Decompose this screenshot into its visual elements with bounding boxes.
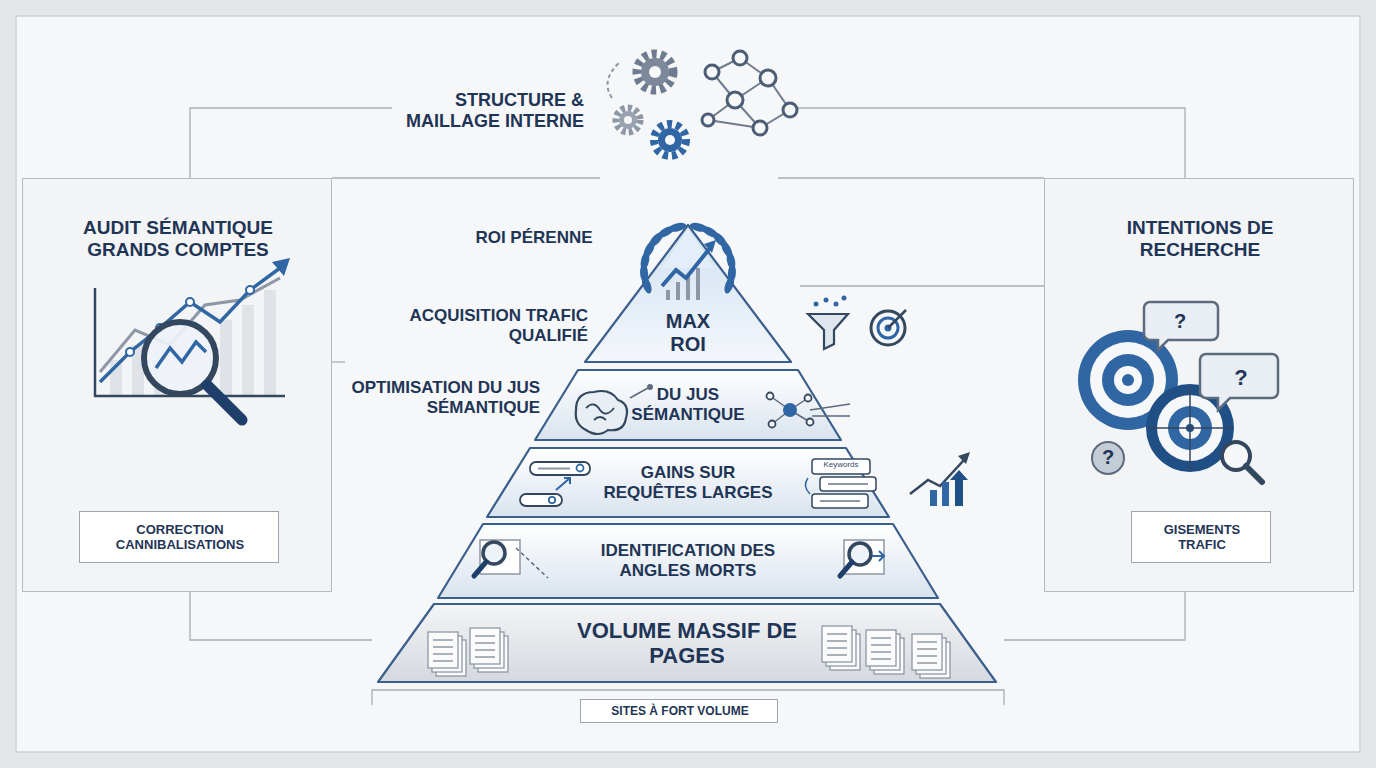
audit-panel: AUDIT SÉMANTIQUE GRANDS COMPTES CORRECTIO… [22,178,332,592]
text-zone: GAINS SUR REQUÊTES LARGES [593,452,783,513]
band-outline [535,370,841,440]
side-label: ACQUISITION TRAFIC QUALIFIÉ [392,306,588,345]
band-outline [438,524,938,598]
pyramid-band: GAINS SUR REQUÊTES LARGES [487,448,889,517]
side-label: ROI PÉRENNE [474,228,594,248]
node-text: INTENTIONS DE RECHERCHE [1125,217,1275,261]
node-text: DU JUS SÉMANTIQUE [613,385,763,424]
intent-panel: INTENTIONS DE RECHERCHE GISEMENTS TRAFIC [1044,178,1354,592]
audit-chart-icon [95,258,290,420]
text-zone: CORRECTION CANNIBALISATIONS [86,516,274,560]
text-zone: INTENTIONS DE RECHERCHE [1065,207,1335,271]
inner-box: GISEMENTS TRAFIC [1131,511,1271,563]
pyramid-apex: MAX ROI [585,225,791,362]
text-zone: MAX ROI [648,307,728,359]
text-zone: IDENTIFICATION DES ANGLES MORTS [578,528,798,594]
pyramid-band: IDENTIFICATION DES ANGLES MORTS [438,524,938,598]
laurel-icon [639,221,737,300]
brain-network-icon [576,384,850,434]
card [16,16,1360,752]
pyramid-base: VOLUME MASSIF DE PAGES [378,604,996,682]
funnel-target-icon [808,296,906,350]
tag-text: Keywords [813,460,869,469]
intent-target-icon [1078,302,1278,482]
text-zone: AUDIT SÉMANTIQUE GRANDS COMPTES [43,207,313,271]
band-outline [378,604,996,682]
magnifier-icons [474,540,884,578]
inner-box: CORRECTION CANNIBALISATIONS [79,511,279,563]
base-box: SITES À FORT VOLUME [580,699,778,723]
question-mark: ? [1098,446,1118,469]
search-keywords-icon [520,452,970,508]
node-text: CORRECTION CANNIBALISATIONS [90,523,270,553]
node-text: GAINS SUR REQUÊTES LARGES [598,463,778,502]
text-zone: SITES À FORT VOLUME [583,701,777,723]
band-outline [585,225,791,362]
question-mark: ? [1231,365,1251,390]
trend-arrows [910,452,970,506]
text-zone: GISEMENTS TRAFIC [1138,516,1266,560]
node-text: VOLUME MASSIF DE PAGES [567,618,807,669]
frame-lines [190,108,1185,705]
node-text: GISEMENTS TRAFIC [1147,523,1257,553]
node-text: AUDIT SÉMANTIQUE GRANDS COMPTES [58,217,298,261]
question-mark: ? [1170,310,1190,333]
node-text: SITES À FORT VOLUME [611,705,748,719]
band-outline [487,448,889,517]
side-label: STRUCTURE & MAILLAGE INTERNE [392,90,584,131]
page-stack-icons [428,626,950,678]
node-text: IDENTIFICATION DES ANGLES MORTS [588,541,788,580]
text-zone: DU JUS SÉMANTIQUE [608,374,768,436]
gears-icon [608,51,798,156]
node-text: MAX ROI [653,310,723,356]
text-zone: VOLUME MASSIF DE PAGES [552,608,822,678]
side-label: OPTIMISATION DU JUS SÉMANTIQUE [340,378,540,417]
pyramid-band: DU JUS SÉMANTIQUE [535,370,841,440]
